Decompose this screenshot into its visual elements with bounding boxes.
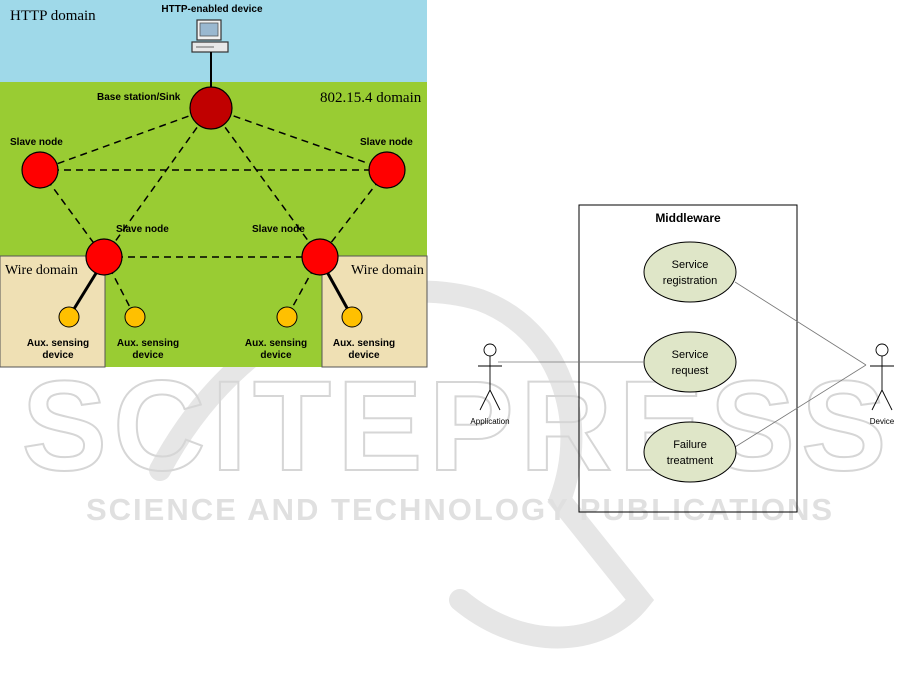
usecase-1-line2: registration [663, 275, 717, 287]
actor-application-icon [478, 343, 502, 411]
http-device-label: HTTP-enabled device [161, 4, 263, 15]
actor-application-label: Application [470, 417, 509, 426]
wire-domain-left-label: Wire domain [5, 263, 78, 278]
slave-node-top-left-label: Slave node [10, 137, 63, 148]
zigbee-domain-label: 802.15.4 domain [320, 90, 422, 106]
usecase-service-registration: Service registration [643, 241, 737, 303]
watermark-big-text: SCITEPRESS [22, 355, 893, 498]
aux-device-1: Aux. sensing device [27, 306, 89, 361]
wire-domain-right-region [321, 255, 428, 368]
slave-node-bottom-right [301, 238, 339, 276]
slave-node-top-right [368, 151, 406, 189]
aux-device-2: Aux. sensing device [117, 306, 179, 361]
aux-device-1-label-line1: Aux. sensing [27, 338, 89, 349]
base-station-label: Base station/Sink [97, 92, 181, 103]
wire-domain-left-region [0, 255, 106, 368]
aux-device-3: Aux. sensing device [245, 306, 307, 361]
aux-device-4: Aux. sensing device [333, 306, 395, 361]
slave-node-top-right-label: Slave node [360, 137, 413, 148]
network-diagram: HTTP domain 802.15.4 domain Wire domain … [0, 0, 428, 368]
base-station-node [189, 86, 233, 130]
usecase-3-line1: Failure [673, 439, 707, 451]
aux-device-2-label-line1: Aux. sensing [117, 338, 179, 349]
middleware-boundary [578, 204, 798, 513]
usecase-service-request: Service request [643, 331, 737, 393]
aux-device-4-label-line2: device [348, 350, 380, 361]
slave-node-bottom-left [85, 238, 123, 276]
usecase-diagram: Middleware Service registration Service … [470, 204, 895, 513]
usecase-1-line1: Service [672, 259, 709, 271]
wire-domain-right-label: Wire domain [351, 263, 424, 278]
usecase-3-line2: treatment [667, 455, 713, 467]
middleware-title: Middleware [655, 211, 721, 225]
actor-device-icon [870, 343, 894, 411]
watermark: SCITEPRESS SCIENCE AND TECHNOLOGY PUBLIC… [21, 280, 893, 649]
slave-node-top-left [21, 151, 59, 189]
slave-node-bottom-left-label: Slave node [116, 224, 169, 235]
aux-device-1-label-line2: device [42, 350, 74, 361]
http-domain-region [0, 0, 427, 82]
usecase-2-line1: Service [672, 349, 709, 361]
aux-device-4-label-line1: Aux. sensing [333, 338, 395, 349]
http-domain-label: HTTP domain [10, 8, 96, 24]
actor-device-label: Device [870, 417, 895, 426]
aux-device-3-label-line1: Aux. sensing [245, 338, 307, 349]
usecase-2-line2: request [672, 365, 709, 377]
usecase-failure-treatment: Failure treatment [643, 421, 737, 483]
aux-device-2-label-line2: device [132, 350, 164, 361]
watermark-small-text: SCIENCE AND TECHNOLOGY PUBLICATIONS [86, 492, 834, 527]
aux-device-3-label-line2: device [260, 350, 292, 361]
associations [498, 281, 867, 448]
slave-node-bottom-right-label: Slave node [252, 224, 305, 235]
